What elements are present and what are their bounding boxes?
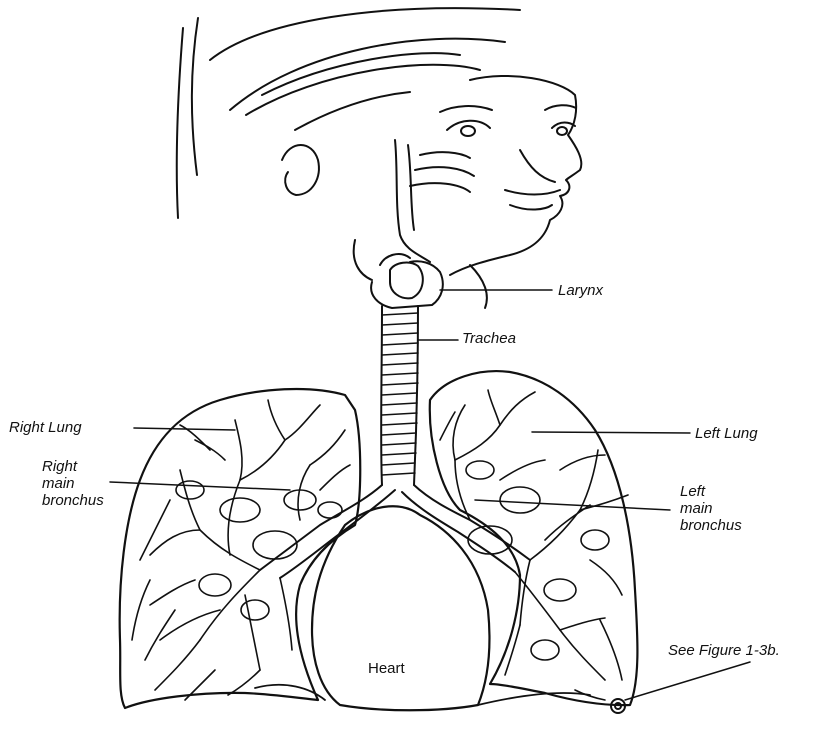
larynx-trachea [260,261,530,578]
left-main-bronchus-label: Left main bronchus [680,483,742,534]
see-figure-leader [625,662,750,700]
trachea-label: Trachea [462,330,516,347]
heart [312,506,490,710]
right-lung-leader [134,428,235,430]
heart-label: Heart [368,660,405,677]
left-lung-label: Left Lung [695,425,758,442]
left-lung-leader [532,432,690,433]
larynx-label: Larynx [558,282,603,299]
right-main-bronchus-label: Right main bronchus [42,458,104,509]
head-drawing [177,8,582,308]
leader-lines [110,290,750,700]
right-lung-label: Right Lung [9,419,82,436]
diaphragm [255,685,590,705]
see-figure-label: See Figure 1-3b. [668,642,780,659]
